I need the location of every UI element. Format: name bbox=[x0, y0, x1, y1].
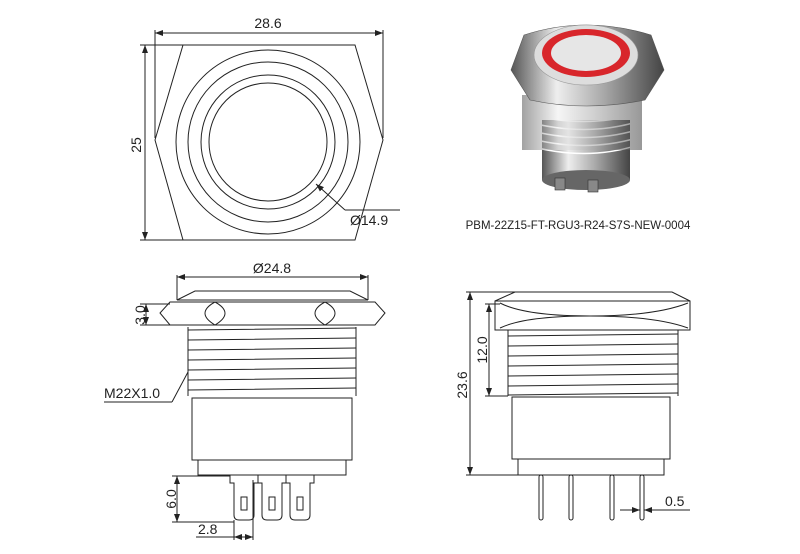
ring-circle bbox=[200, 74, 336, 210]
terminal bbox=[587, 179, 599, 193]
pin bbox=[257, 475, 287, 521]
pins bbox=[229, 475, 315, 521]
cap-dim: 3.0 bbox=[132, 305, 148, 325]
total-dim: 23.6 bbox=[454, 371, 470, 398]
thread bbox=[187, 327, 357, 396]
bezel-cap bbox=[176, 290, 369, 301]
hex-nut bbox=[159, 301, 386, 326]
top-view: 28.6 25 Ø14.9 bbox=[128, 15, 400, 241]
button-face bbox=[551, 35, 621, 71]
front-view: Ø24.8 3.0 M22X1.0 6.0 2.8 bbox=[104, 260, 386, 540]
ring-dim: Ø14.9 bbox=[350, 212, 388, 228]
product-image: PBM-22Z15-FT-RGU3-R24-S7S-NEW-0004 bbox=[466, 24, 691, 232]
pin bbox=[609, 474, 615, 521]
outer-circle bbox=[175, 49, 361, 235]
side-bezel-cap bbox=[494, 291, 691, 302]
base bbox=[197, 459, 347, 476]
width-dim: 28.6 bbox=[254, 15, 281, 31]
side-hex-nut bbox=[494, 300, 691, 331]
side-body bbox=[511, 396, 671, 460]
side-view: 23.6 12.0 0.5 bbox=[454, 291, 691, 521]
height-dim: 25 bbox=[128, 137, 144, 153]
model-label: PBM-22Z15-FT-RGU3-R24-S7S-NEW-0004 bbox=[466, 220, 691, 232]
bezel-circle bbox=[187, 61, 349, 223]
hex-outline bbox=[154, 44, 384, 241]
pin-width-dim: 0.5 bbox=[665, 493, 685, 509]
pin-pitch-dim: 2.8 bbox=[198, 521, 218, 537]
thread-leader-line bbox=[171, 371, 189, 403]
pin bbox=[568, 474, 574, 521]
body bbox=[191, 397, 353, 461]
pin bbox=[229, 475, 259, 521]
pin-length-dim: 6.0 bbox=[163, 489, 179, 509]
ring-leader-line bbox=[315, 183, 346, 211]
pin bbox=[538, 474, 544, 521]
thread-dim: 12.0 bbox=[474, 336, 490, 363]
pin bbox=[639, 474, 645, 521]
diameter-dim: Ø24.8 bbox=[253, 260, 291, 276]
side-thread bbox=[507, 333, 679, 396]
button-circle bbox=[208, 82, 328, 202]
side-pins bbox=[538, 474, 645, 521]
pin bbox=[285, 475, 315, 521]
terminal bbox=[554, 177, 566, 191]
side-base bbox=[517, 458, 665, 476]
thread-label: M22X1.0 bbox=[104, 385, 160, 401]
